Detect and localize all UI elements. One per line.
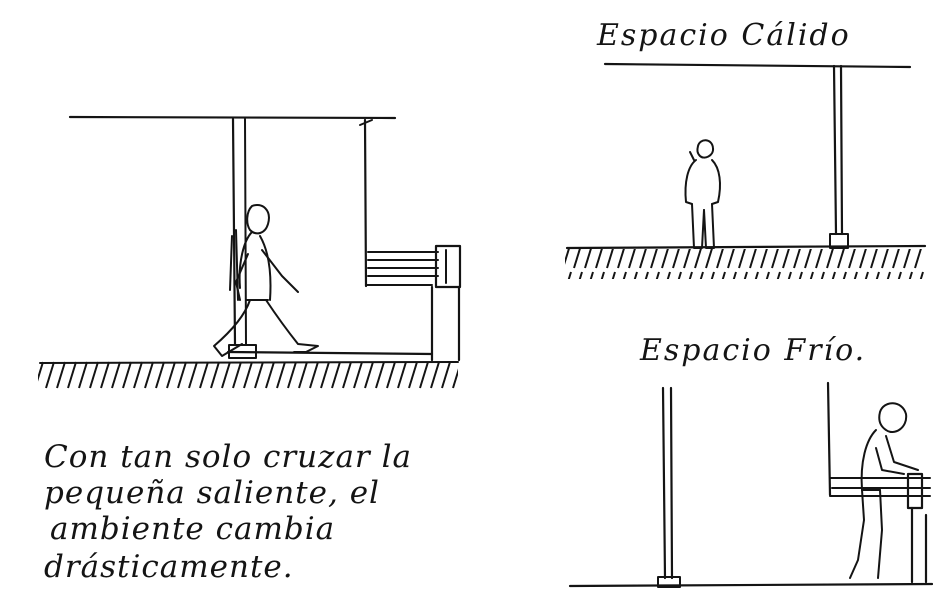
wall-tick bbox=[359, 119, 373, 126]
column-base bbox=[228, 344, 257, 359]
caption-line-4: drásticamente. bbox=[44, 549, 294, 585]
warm-roof-line bbox=[603, 62, 912, 69]
warm-floor-line bbox=[565, 244, 927, 250]
column-right-edge bbox=[244, 118, 247, 346]
left-section-drawing bbox=[38, 115, 462, 391]
standing-person-figure bbox=[684, 139, 721, 249]
warm-space-drawing: Espacio Cálido bbox=[565, 18, 927, 279]
cold-space-drawing: Espacio Frío. bbox=[568, 333, 933, 588]
handwritten-caption: Con tan solo cruzar la pequeña saliente,… bbox=[44, 439, 412, 585]
caption-line-1: Con tan solo cruzar la bbox=[44, 439, 412, 475]
cold-floor-line bbox=[568, 582, 933, 588]
cold-column-base bbox=[657, 576, 681, 588]
person-at-counter-figure bbox=[849, 402, 919, 579]
floor-line-left bbox=[226, 350, 434, 356]
cold-wall bbox=[826, 381, 832, 497]
interior-wall bbox=[363, 118, 368, 288]
counter-desk bbox=[365, 244, 462, 362]
column-left bbox=[231, 117, 237, 347]
warm-space-title: Espacio Cálido bbox=[596, 18, 851, 53]
roof-overhang-line bbox=[68, 115, 397, 120]
ground-hatch-warm bbox=[565, 249, 925, 279]
walking-person-figure bbox=[213, 204, 319, 357]
cold-space-title: Espacio Frío. bbox=[639, 333, 866, 368]
warm-column-base bbox=[829, 233, 849, 249]
caption-line-3: ambiente cambia bbox=[50, 511, 335, 547]
cold-column bbox=[661, 386, 674, 580]
ground-hatch-left bbox=[38, 361, 458, 391]
ground-line-left bbox=[39, 361, 459, 364]
warm-column bbox=[832, 64, 844, 236]
caption-line-2: pequeña saliente, el bbox=[44, 475, 380, 511]
